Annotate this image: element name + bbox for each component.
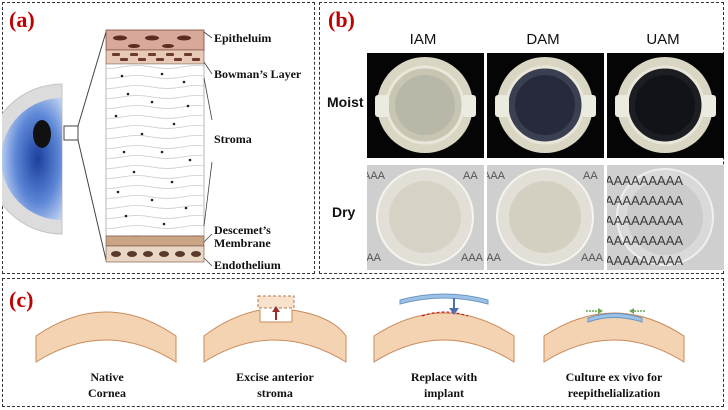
photo-iam-moist [367, 53, 484, 158]
photo-uam-dry: AAAAAAAAA AAAAAAAAA AAAAAAAAA AAAAAAAAA … [607, 165, 724, 270]
row-header-dry: Dry [332, 204, 356, 220]
bowman-layer [105, 49, 204, 64]
svg-text:AAA: AAA [487, 252, 502, 264]
step-2-label: Excise anterior stroma [200, 370, 350, 401]
svg-text:AA: AA [583, 170, 598, 182]
step-4-line2: reepithelialization [567, 385, 661, 400]
panel-c-label: (c) [9, 287, 34, 312]
implant-cornea-shape [373, 293, 514, 363]
panel-a-cornea-anatomy: (a) [1, 2, 315, 274]
svg-text:AA: AA [463, 170, 478, 182]
step-4-label: Culture ex vivo for reepithelialization [539, 370, 689, 401]
step-2-line2: stroma [257, 385, 293, 400]
descemet-layer [105, 235, 204, 246]
svg-text:AAAAAAAAA: AAAAAAAAA [607, 233, 683, 248]
panel-b-membrane-photos: (b) IAM DAM UAM Moist Dry [319, 2, 724, 274]
photo-dam-dry: AAAAA AAAAAA [487, 165, 604, 270]
step-3-line1: Replace with [410, 370, 478, 384]
svg-text:AAA: AAA [487, 170, 506, 182]
remove-arrow-icon [271, 305, 280, 312]
svg-text:AAAAAAAAA: AAAAAAAAA [607, 173, 683, 188]
label-descemet-line1: Descemet’s [214, 223, 271, 237]
excised-cornea-shape [203, 295, 346, 363]
step-2-line1: Excise anterior [236, 370, 314, 384]
step-3-line2: implant [423, 385, 464, 400]
native-cornea-shape [35, 311, 176, 363]
svg-text:AAAAAAAAA: AAAAAAAAA [607, 253, 683, 268]
svg-text:AAA: AAA [367, 170, 386, 182]
row-header-moist: Moist [327, 94, 364, 110]
zoom-box [63, 125, 78, 140]
column-header-uam: UAM [646, 31, 680, 48]
endothelium-layer [105, 245, 204, 262]
cornea-cross-section-illustration [1, 29, 212, 266]
column-header-dam: DAM [526, 31, 560, 48]
step-4-line1: Culture ex vivo for [565, 370, 663, 384]
implant-lens [399, 293, 488, 305]
step-1-line1: Native [90, 370, 124, 384]
panel-a-label: (a) [9, 7, 35, 32]
label-epithelium: Epitheluim [214, 31, 272, 45]
procedure-steps-illustration [35, 293, 684, 363]
svg-text:AAAAAAAAA: AAAAAAAAA [607, 213, 683, 228]
step-1-label: Native Cornea [32, 370, 182, 401]
label-stroma: Stroma [214, 132, 252, 146]
photo-uam-moist [607, 53, 724, 158]
panel-c-procedure: (c) Native [2, 278, 724, 407]
label-endothelium: Endothelium [214, 258, 281, 272]
svg-text:AAA: AAA [581, 252, 604, 264]
label-bowman: Bowman’s Layer [214, 67, 302, 81]
culture-cornea-shape [543, 307, 684, 363]
pupil [32, 119, 51, 148]
label-descemet-line2: Membrane [214, 236, 271, 250]
step-1-line2: Cornea [88, 385, 126, 400]
photo-dam-moist [487, 53, 604, 158]
svg-text:AAAAAAAAA: AAAAAAAAA [607, 193, 683, 208]
column-header-iam: IAM [409, 31, 437, 48]
insert-arrow-icon [448, 307, 459, 315]
growth-arrow-right-icon [597, 307, 603, 314]
photo-iam-dry: AAAAA AAAAAA [367, 165, 484, 270]
svg-text:AAA: AAA [461, 252, 484, 264]
panel-b-label: (b) [328, 7, 355, 32]
step-3-label: Replace with implant [369, 370, 519, 401]
growth-arrow-left-icon [628, 307, 634, 314]
integrated-implant [587, 312, 642, 323]
svg-text:AAA: AAA [367, 252, 382, 264]
